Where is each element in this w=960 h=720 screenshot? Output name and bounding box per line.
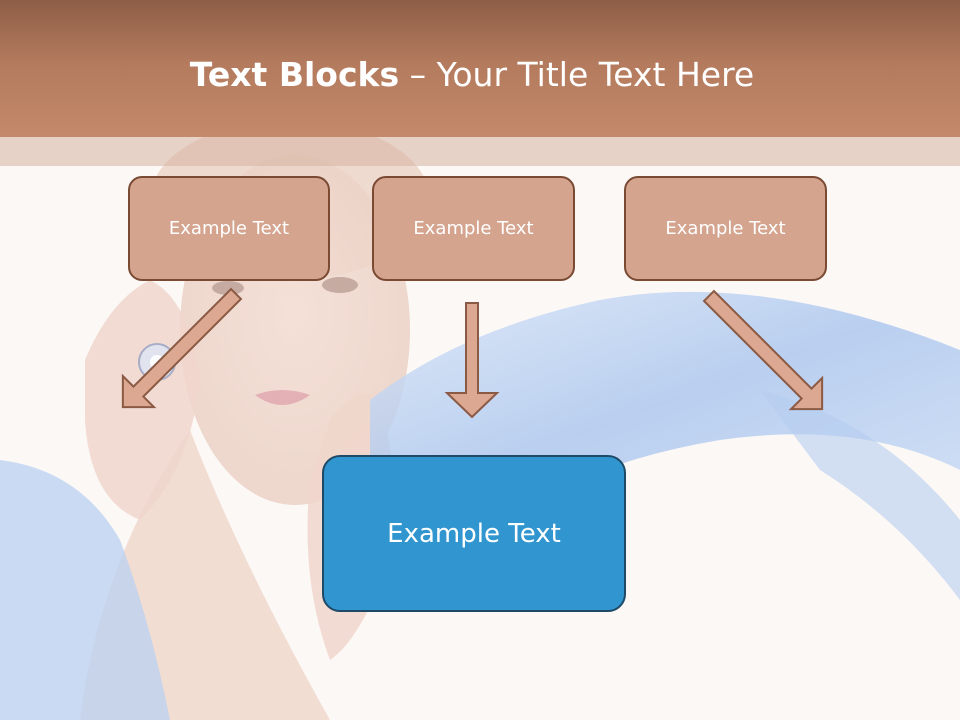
text-block-2[interactable]: Example Text xyxy=(372,176,575,281)
slide-title: Text Blocks – Your Title Text Here xyxy=(0,52,944,98)
text-block-2-label: Example Text xyxy=(413,218,534,239)
main-text-block[interactable]: Example Text xyxy=(322,455,626,612)
text-block-1[interactable]: Example Text xyxy=(128,176,330,281)
title-bar xyxy=(0,0,960,137)
text-block-3[interactable]: Example Text xyxy=(624,176,827,281)
title-bold-part: Text Blocks xyxy=(189,55,400,94)
text-block-3-label: Example Text xyxy=(665,218,786,239)
title-rest-part: – Your Title Text Here xyxy=(399,55,755,94)
title-bar-strip xyxy=(0,137,960,166)
main-text-block-label: Example Text xyxy=(387,518,561,549)
text-block-1-label: Example Text xyxy=(168,218,290,239)
